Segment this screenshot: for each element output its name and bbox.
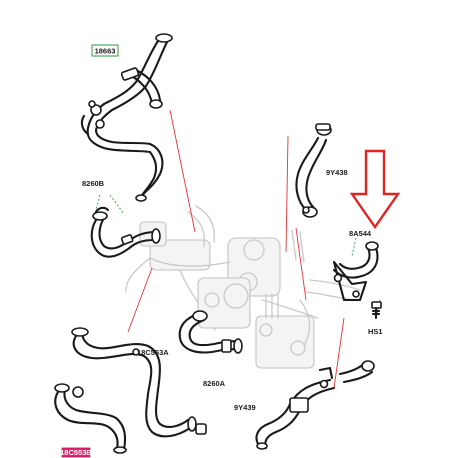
engine-assembly-background bbox=[125, 205, 361, 369]
label-18663-text: 18663 bbox=[95, 47, 116, 56]
label-18C553A: 18C553A bbox=[137, 348, 169, 357]
bolt-HS1[interactable] bbox=[371, 301, 382, 320]
leader-lines bbox=[95, 109, 381, 389]
hose-18C553B[interactable] bbox=[54, 383, 127, 454]
label-8260B: 8260B bbox=[82, 179, 105, 188]
hose-8260A[interactable] bbox=[178, 310, 243, 354]
label-highlighted: 18C553B bbox=[60, 447, 92, 458]
label-18663: 18663 bbox=[91, 44, 119, 57]
label-8A544: 8A544 bbox=[349, 229, 372, 238]
label-9Y438: 9Y438 bbox=[326, 168, 348, 177]
hose-8A544[interactable] bbox=[332, 241, 379, 302]
label-HS1: HS1 bbox=[368, 327, 383, 336]
hose-8260B[interactable] bbox=[90, 206, 161, 258]
label-highlighted-text: 18C553B bbox=[60, 448, 92, 457]
hose-9Y439[interactable] bbox=[255, 360, 375, 450]
hose-9Y438[interactable] bbox=[295, 123, 332, 218]
hose-18C553A[interactable] bbox=[71, 327, 207, 438]
hose-18663[interactable] bbox=[80, 33, 173, 202]
red-down-arrow bbox=[349, 149, 401, 230]
label-8260A: 8260A bbox=[203, 379, 226, 388]
label-9Y439: 9Y439 bbox=[234, 403, 256, 412]
